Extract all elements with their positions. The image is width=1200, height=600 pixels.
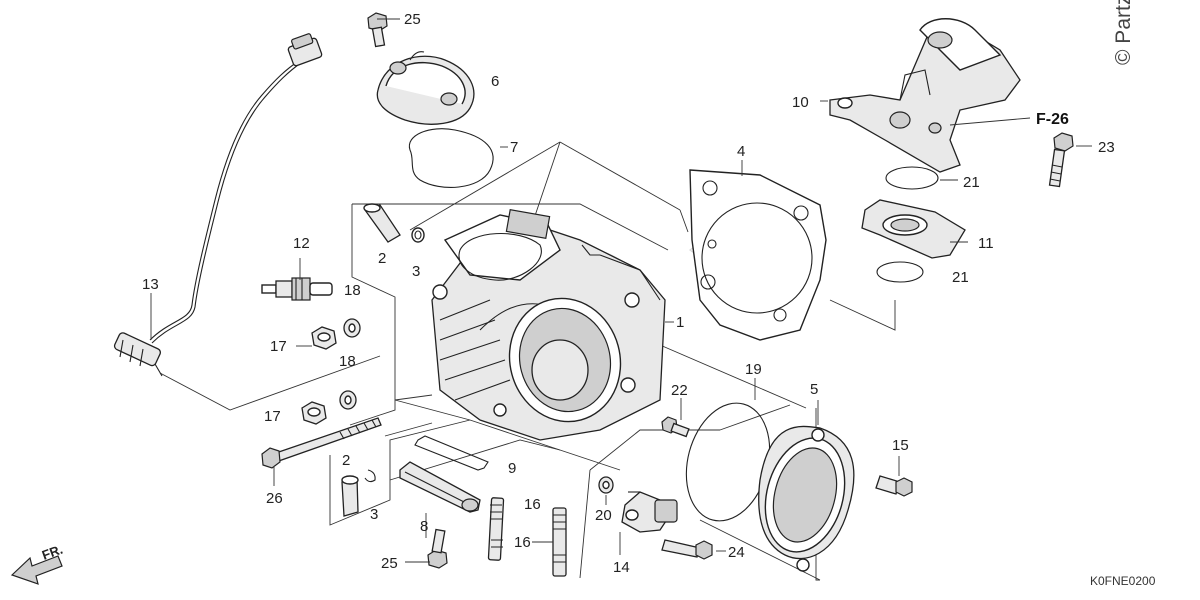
intake-pipe bbox=[829, 18, 1021, 173]
callout-25-upper: 25 bbox=[404, 11, 421, 28]
cap-nut-lower bbox=[301, 401, 327, 425]
bolt-15 bbox=[875, 475, 913, 497]
cam-sensor bbox=[621, 491, 678, 533]
callout-17-lower: 17 bbox=[264, 408, 281, 425]
bolt-24 bbox=[661, 539, 713, 560]
cam-holder-plate bbox=[399, 461, 481, 513]
callout-22: 22 bbox=[671, 382, 688, 399]
callout-17-upper: 17 bbox=[270, 338, 287, 355]
guide-clip-upper bbox=[411, 227, 425, 243]
callout-18-upper: 18 bbox=[344, 282, 361, 299]
cap-nut-upper bbox=[311, 326, 337, 350]
callout-25-lower: 25 bbox=[381, 555, 398, 572]
stud-bolt-long bbox=[261, 417, 382, 469]
callout-14: 14 bbox=[613, 559, 630, 576]
callout-8: 8 bbox=[420, 518, 428, 535]
callout-21-lower: 21 bbox=[952, 269, 969, 286]
cylinder-head bbox=[431, 208, 666, 441]
callout-5: 5 bbox=[810, 381, 818, 398]
callout-15: 15 bbox=[892, 437, 909, 454]
callout-11: 11 bbox=[978, 235, 994, 252]
callout-16-right: 16 bbox=[524, 496, 541, 513]
valve-guide-lower bbox=[341, 475, 359, 517]
callout-19: 19 bbox=[745, 361, 762, 378]
front-label: FR. bbox=[40, 542, 65, 563]
callout-6: 6 bbox=[491, 73, 499, 90]
o-ring-lower bbox=[876, 261, 924, 283]
reference-label: F-26 bbox=[1036, 111, 1069, 128]
bolt-23 bbox=[1048, 132, 1074, 188]
callout-3-lower: 3 bbox=[370, 506, 378, 523]
callout-18-lower: 18 bbox=[339, 353, 356, 370]
callout-labels: 1 2 2 3 3 4 5 6 7 8 9 10 11 12 13 14 15 … bbox=[40, 0, 1156, 588]
bolt-upper bbox=[367, 12, 388, 48]
callout-23: 23 bbox=[1098, 139, 1115, 156]
o-ring-upper bbox=[885, 166, 939, 190]
valve-cover-gasket bbox=[408, 128, 494, 188]
callout-3-upper: 3 bbox=[412, 263, 420, 280]
callout-26: 26 bbox=[266, 490, 283, 507]
callout-4: 4 bbox=[737, 143, 745, 160]
sensor-washer bbox=[598, 476, 614, 494]
callout-16-left: 16 bbox=[514, 534, 531, 551]
callout-2-upper: 2 bbox=[378, 250, 386, 267]
bolt-lower bbox=[427, 528, 448, 569]
guide-clip-lower bbox=[364, 469, 376, 483]
callout-24: 24 bbox=[728, 544, 745, 561]
assembly-guide-lines bbox=[159, 141, 896, 581]
bolt-22 bbox=[661, 416, 690, 438]
head-gasket bbox=[689, 169, 827, 341]
callout-21-upper: 21 bbox=[963, 174, 980, 191]
callout-leaders bbox=[150, 18, 1092, 563]
valve-cover bbox=[376, 51, 475, 125]
diagram-code: K0FNE0200 bbox=[1090, 574, 1156, 588]
valve-guide-upper bbox=[363, 203, 401, 243]
callout-20: 20 bbox=[595, 507, 612, 524]
callout-13: 13 bbox=[142, 276, 159, 293]
stud-short bbox=[487, 497, 505, 561]
spark-plug bbox=[261, 277, 333, 301]
stud-long bbox=[552, 507, 567, 577]
washer-lower bbox=[339, 390, 357, 410]
callout-10: 10 bbox=[792, 94, 809, 111]
front-direction-arrow bbox=[10, 555, 63, 585]
callout-9: 9 bbox=[508, 460, 516, 477]
washer-upper bbox=[343, 318, 361, 338]
plug-cap-wire bbox=[113, 33, 323, 377]
intake-insulator bbox=[861, 199, 966, 259]
plate-gasket bbox=[414, 435, 489, 471]
callout-2-lower: 2 bbox=[342, 452, 350, 469]
callout-1: 1 bbox=[676, 314, 684, 331]
copyright-watermark: © Partzilla bbox=[1112, 0, 1135, 65]
callout-12: 12 bbox=[293, 235, 310, 252]
side-cover bbox=[758, 425, 855, 572]
callout-7: 7 bbox=[510, 139, 518, 156]
